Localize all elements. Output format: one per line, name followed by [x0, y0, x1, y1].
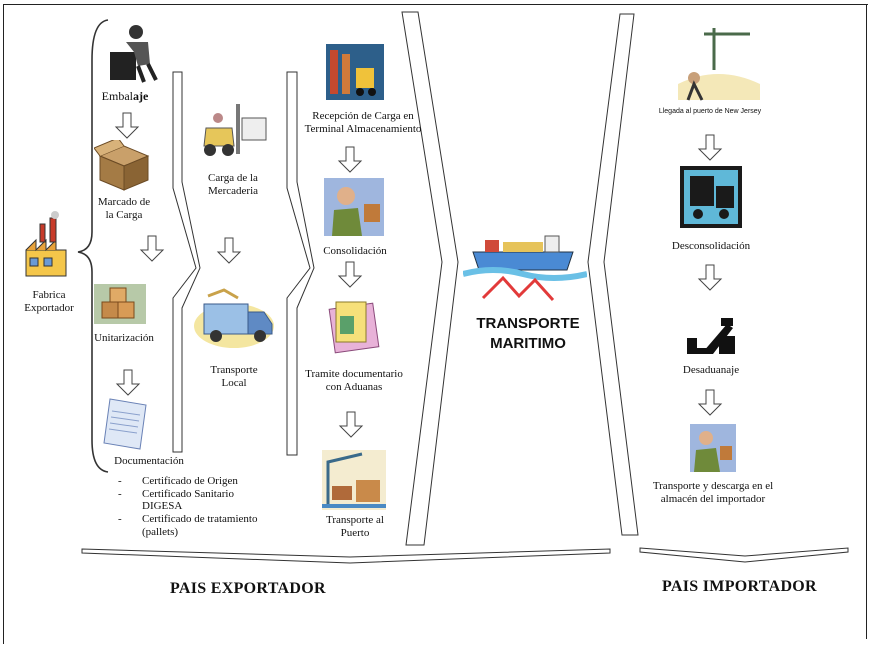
document-icon — [103, 398, 147, 450]
stacked-boxes-icon — [94, 284, 146, 324]
document-item: Certificado de tratamiento (pallets) — [118, 513, 282, 538]
cargo-ship-icon — [463, 235, 587, 302]
documentacion-label: Documentación — [114, 455, 184, 467]
customs-papers-icon — [328, 301, 380, 354]
recepcion-label: Recepción de Carga en Terminal Almacenam… — [304, 110, 422, 135]
document-item: Certificado de Origen — [118, 475, 272, 488]
warehouse-worker-icon — [690, 424, 736, 472]
transporte-puerto-label: Transporte al Puerto — [326, 514, 384, 539]
harbor-crane-icon — [678, 28, 760, 101]
port-crane-icon — [322, 450, 386, 510]
carga-label: Carga de la Mercaderia — [207, 172, 259, 197]
diagram-frame-right — [866, 4, 867, 639]
pais-exportador-title: PAIS EXPORTADOR — [170, 580, 326, 597]
documents-list: Certificado de Origen Certificado Sanita… — [118, 475, 282, 538]
fabrica-label: Fabrica Exportador — [24, 289, 74, 314]
document-item: Certificado Sanitario DIGESA — [118, 488, 252, 513]
unitarizacion-label: Unitarización — [94, 332, 154, 344]
tramite-label: Tramite documentario con Aduanas — [305, 368, 403, 393]
transporte-local-label: Transporte Local — [210, 364, 258, 389]
embalaje-label-suffix: aje — [133, 89, 149, 103]
desaduanaje-label: Desaduanaje — [682, 364, 740, 376]
forklift-icon — [203, 104, 267, 156]
embalaje-label: Embalaje — [95, 89, 155, 104]
cardboard-box-icon — [94, 140, 150, 191]
almacen-label: Transporte y descarga en el almacén del … — [652, 480, 774, 505]
packing-worker-icon — [110, 25, 158, 83]
consolidacion-label: Consolidación — [323, 245, 387, 257]
llegada-label: Llegada al puerto de New Jersey — [658, 108, 762, 115]
desconsolidacion-label: Desconsolidación — [671, 240, 751, 252]
marcado-label: Marcado de la Carga — [97, 196, 151, 221]
pais-importador-title: PAIS IMPORTADOR — [662, 578, 817, 595]
warehouse-forklift-icon — [326, 44, 384, 100]
diagram-frame — [3, 4, 868, 644]
embalaje-label-prefix: Embal — [101, 89, 133, 103]
worker-boxes-icon — [324, 178, 384, 236]
factory-icon — [25, 211, 67, 277]
delivery-truck-icon — [194, 288, 274, 348]
customs-officer-icon — [687, 318, 735, 354]
transporte-maritimo-label: TRANSPORTE MARITIMO — [476, 315, 580, 352]
container-truck-icon — [680, 166, 742, 228]
